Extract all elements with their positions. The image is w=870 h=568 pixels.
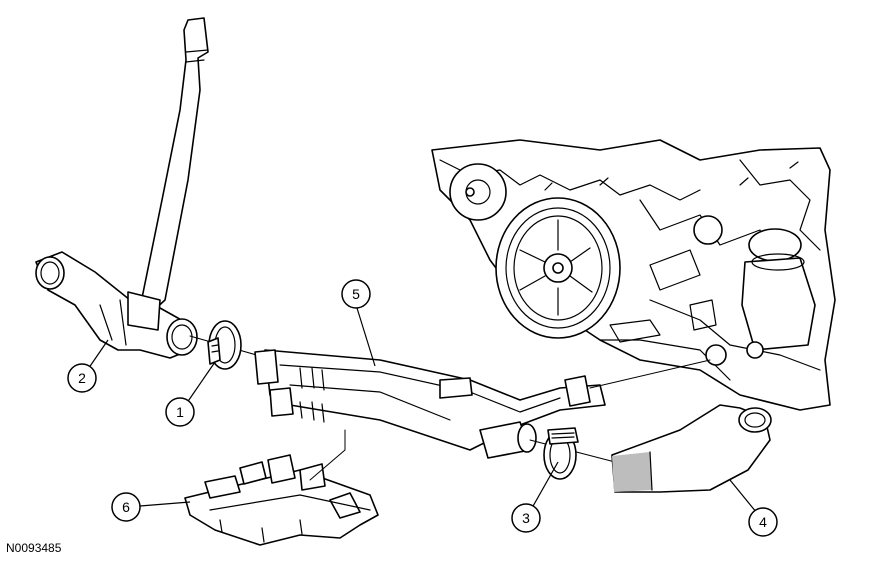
- callout-3-label: 3: [522, 510, 530, 526]
- hose-clamp-1: [207, 320, 242, 370]
- hose-bracket: [184, 429, 379, 546]
- callout-3: 3: [511, 503, 541, 533]
- callout-5: 5: [341, 279, 371, 309]
- leader-6: [139, 501, 191, 507]
- callout-2: 2: [67, 363, 97, 393]
- callout-6-label: 6: [122, 499, 130, 515]
- callout-6: 6: [111, 492, 141, 522]
- callout-5-label: 5: [352, 286, 360, 302]
- callout-1: 1: [165, 397, 195, 427]
- callout-4: 4: [748, 507, 778, 537]
- leader-5: [356, 307, 376, 367]
- upper-hose-assembly: [35, 17, 209, 359]
- callout-1-label: 1: [176, 404, 184, 420]
- figure-reference-id: N0093485: [6, 541, 62, 555]
- hose-clamp-3: [543, 427, 579, 480]
- callout-2-label: 2: [78, 370, 86, 386]
- callout-4-label: 4: [759, 514, 767, 530]
- engine-assembly: [431, 139, 836, 411]
- heater-hose-bundle: [254, 349, 711, 459]
- lower-hose: [611, 404, 772, 493]
